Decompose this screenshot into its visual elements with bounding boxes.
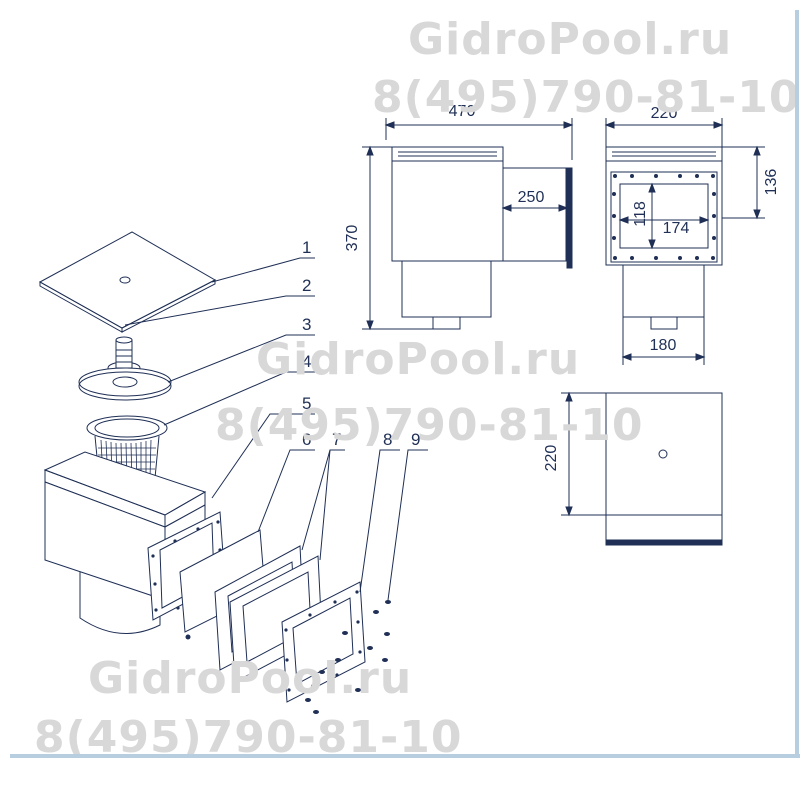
part-3-ring bbox=[79, 368, 171, 400]
dim-front-width: 470 bbox=[449, 103, 476, 120]
watermark-site-middle: GidroPool.ru bbox=[256, 334, 581, 385]
part-label-7: 7 bbox=[332, 430, 341, 449]
part-8-faceplate bbox=[282, 582, 365, 702]
dim-side-body: 180 bbox=[650, 337, 677, 354]
part-label-8: 8 bbox=[383, 430, 392, 449]
side-view bbox=[606, 118, 765, 365]
frame-bottom bbox=[10, 754, 800, 758]
part-label-9: 9 bbox=[411, 430, 420, 449]
part-5-body bbox=[45, 452, 225, 634]
frame-right bbox=[795, 10, 799, 758]
part-labels: 1 2 3 4 5 6 7 8 9 bbox=[302, 238, 420, 449]
watermark-site-bottom: GidroPool.ru bbox=[88, 653, 413, 704]
part-label-5: 5 bbox=[302, 394, 311, 413]
dim-side-opening-h: 118 bbox=[632, 201, 649, 227]
part-label-1: 1 bbox=[302, 238, 311, 257]
dim-side-top: 136 bbox=[763, 169, 780, 196]
dim-plan-size: 220 bbox=[543, 445, 560, 472]
part-label-4: 4 bbox=[302, 352, 311, 371]
dim-front-height: 370 bbox=[344, 225, 361, 252]
dim-side-width: 220 bbox=[651, 105, 678, 122]
part-label-2: 2 bbox=[302, 276, 311, 295]
side-screws bbox=[612, 174, 716, 260]
front-view bbox=[362, 118, 572, 329]
dim-side-opening-w: 174 bbox=[663, 220, 690, 237]
part-label-3: 3 bbox=[302, 315, 311, 334]
watermark-phone-top: 8(495)790-81-10 bbox=[372, 72, 800, 123]
exploded-view bbox=[40, 232, 428, 714]
dim-front-pipe: 250 bbox=[518, 189, 545, 206]
watermark-site-top: GidroPool.ru bbox=[408, 14, 733, 65]
part-9-screws bbox=[305, 600, 391, 714]
plan-view bbox=[561, 393, 722, 545]
leader-lines bbox=[124, 257, 428, 601]
watermark-phone-middle: 8(495)790-81-10 bbox=[215, 400, 644, 451]
part-label-6: 6 bbox=[302, 430, 311, 449]
